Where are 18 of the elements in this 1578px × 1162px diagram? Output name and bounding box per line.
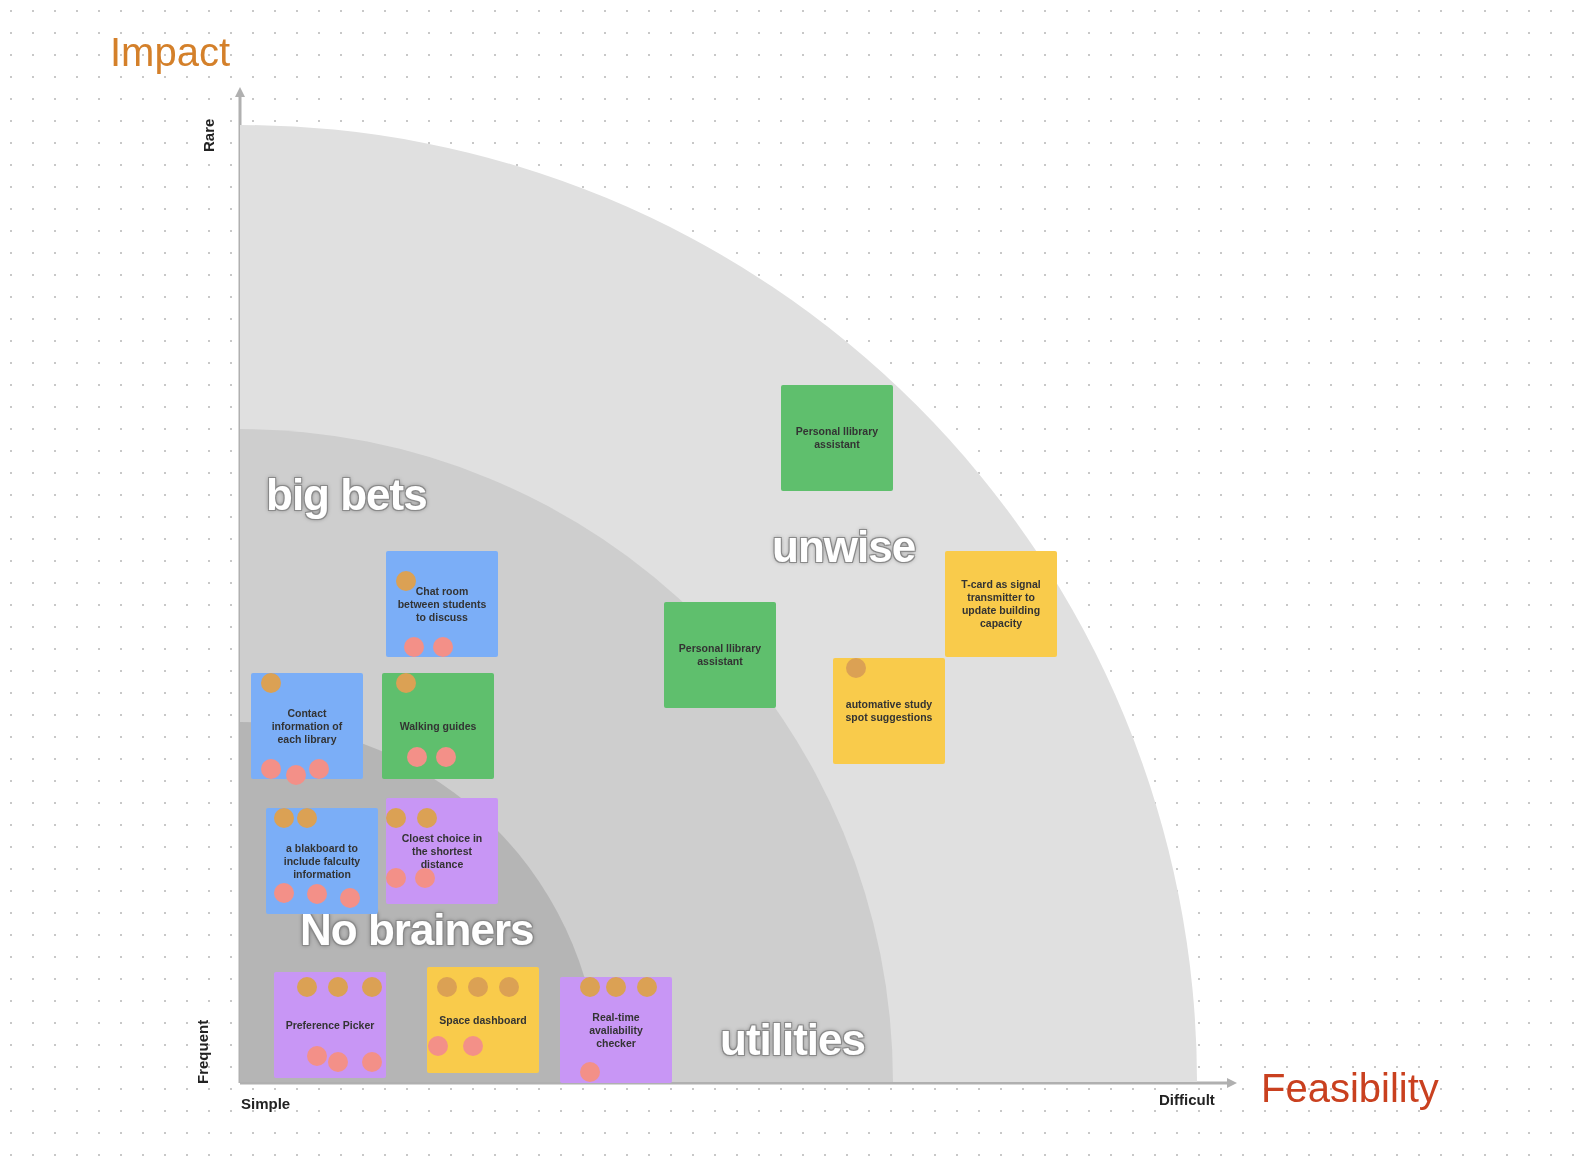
axis-title: Impact bbox=[110, 30, 231, 75]
zone-label: unwise bbox=[772, 522, 916, 572]
sticky-note: Personal llibrary assistant bbox=[781, 385, 893, 491]
zone-label: big bets bbox=[266, 470, 427, 520]
axis-end-label: Frequent bbox=[194, 1019, 211, 1084]
sticky-note: Real-time avaliability checker bbox=[560, 977, 672, 1083]
sticky-note: Cloest choice in the shortest distance bbox=[386, 798, 498, 904]
sticky-note: Walking guides bbox=[382, 673, 494, 779]
axis-end-label: Simple bbox=[241, 1095, 291, 1112]
sticky-note: Contact information of each library bbox=[251, 673, 363, 779]
axis-end-label: Rare bbox=[200, 118, 217, 152]
sticky-note: T-card as signal transmitter to update building capacity bbox=[945, 551, 1057, 657]
axis-title: Feasibility bbox=[1261, 1066, 1439, 1111]
sticky-note: Personal llibrary assistant bbox=[664, 602, 776, 708]
sticky-note: Chat room between students to discuss bbox=[386, 551, 498, 657]
axis-end-label: Difficult bbox=[1159, 1091, 1215, 1108]
sticky-note: automative study spot suggestions bbox=[833, 658, 945, 764]
zone-label: utilities bbox=[720, 1015, 866, 1065]
